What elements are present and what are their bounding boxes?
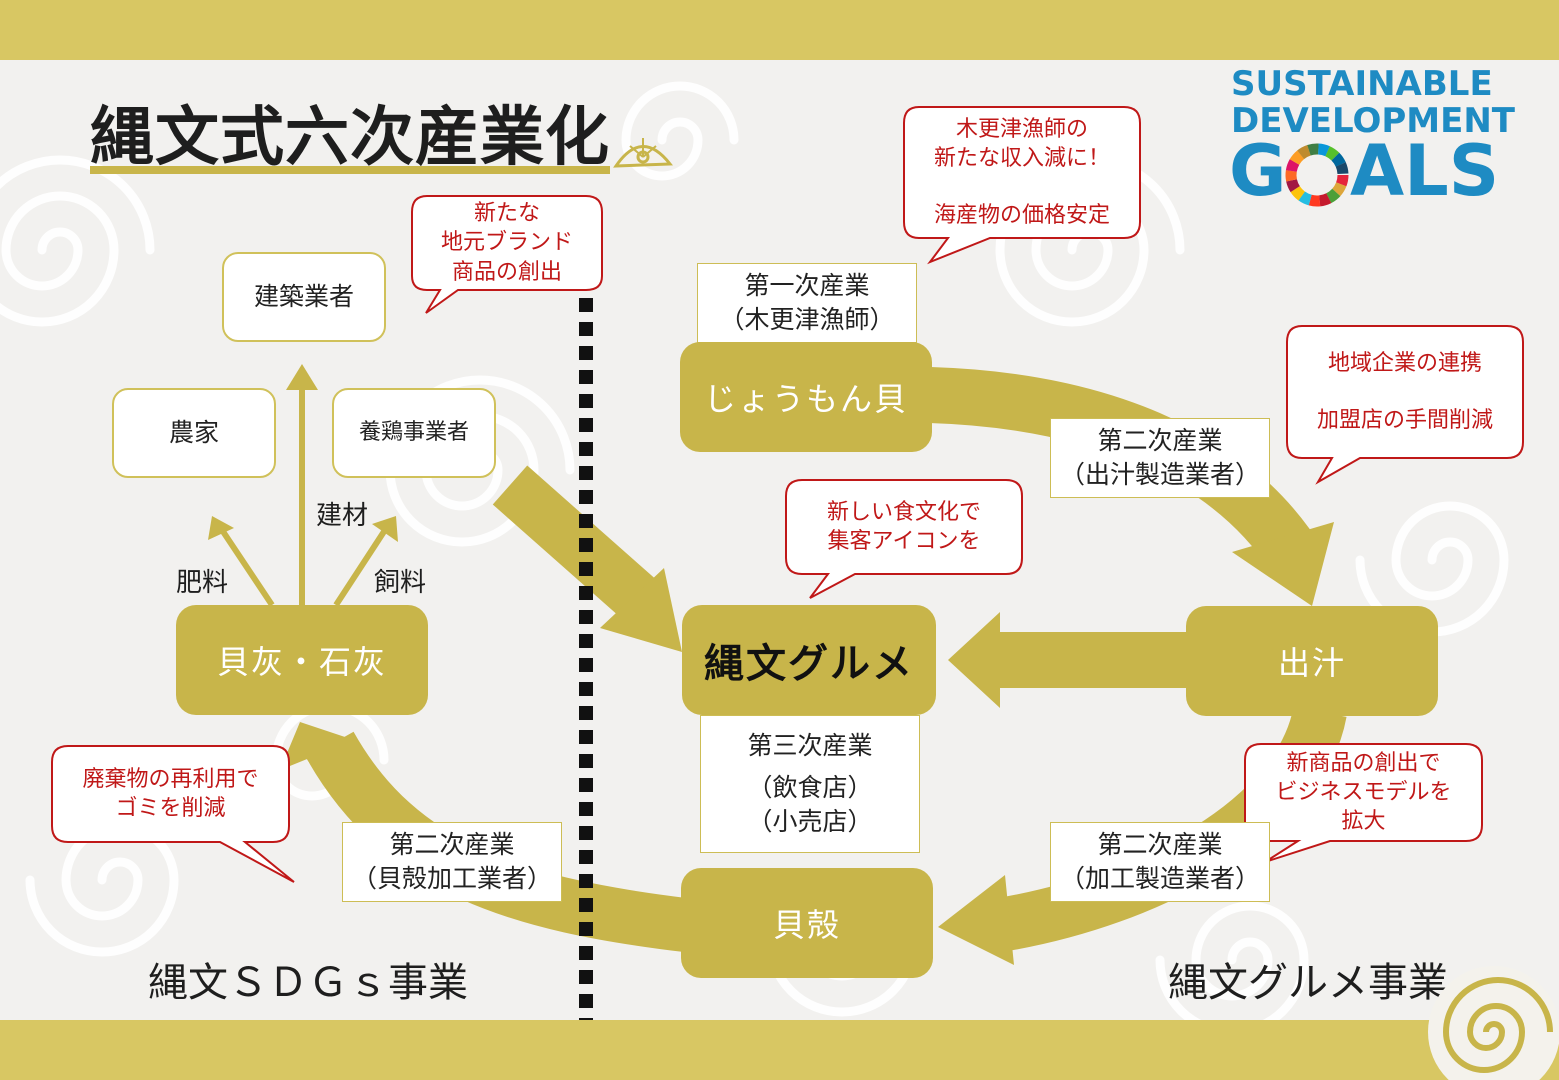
node-dashi: 出汁 [1186, 606, 1438, 716]
sdgs-goals-g: G [1229, 130, 1287, 212]
daisan-line1: 第三次産業 [747, 731, 873, 761]
sdgs-wheel-icon [1285, 143, 1349, 207]
callout-business-line: 新商品の創出で [1286, 750, 1441, 776]
node-jomon-gourmet: 縄文グルメ [682, 605, 936, 715]
arrowhead-to-gourmet [600, 568, 682, 652]
arrowhead-to-dashi [1232, 522, 1334, 606]
label-hiryo: 肥料 [176, 568, 229, 598]
dashi-mfr-line2: （出汁製造業者） [1059, 460, 1260, 489]
node-kenchiku: 建築業者 [222, 252, 386, 342]
daiichi-line2: （木更津漁師） [719, 305, 895, 334]
dashi-mfr-line1: 第二次産業 [1097, 426, 1223, 456]
sdgs-line2: DEVELOPMENT [1231, 101, 1515, 141]
left-section-label: 縄文ＳＤＧｓ事業 [148, 960, 468, 1006]
callout-fisher-line: 木更津漁師の [955, 116, 1088, 142]
spiral-shell-icon [613, 138, 673, 168]
callout-waste: 廃棄物の再利用で ゴミを削減 [52, 746, 289, 842]
callout-food: 新しい食文化で 集客アイコンを [786, 480, 1022, 574]
callout-bubble-waste [51, 745, 295, 883]
title-underline [90, 166, 610, 174]
callout-renkei-line: 加盟店の手間削減 [1316, 408, 1493, 433]
label-daisan: 第三次産業 （飲食店） （小売店） [700, 715, 920, 853]
callout-food-line: 集客アイコンを [827, 529, 981, 554]
node-noka: 農家 [112, 388, 276, 478]
daisan-line2: （飲食店） [747, 773, 873, 803]
daisan-line3: （小売店） [747, 806, 873, 836]
sdgs-goals-rest: ALS [1350, 130, 1500, 212]
label-kakou-seizo: 第二次産業 （加工製造業者） [1050, 822, 1270, 902]
spiral-decoration-icon [1428, 966, 1559, 1080]
bottom-band [0, 1020, 1559, 1080]
label-daiichi: 第一次産業 （木更津漁師） [697, 263, 917, 343]
callout-waste-line: ゴミを削減 [115, 796, 226, 821]
callout-bubble-fisher [903, 106, 1141, 265]
kako-line1: 第二次産業 [389, 830, 515, 860]
callout-business-line: 拡大 [1341, 809, 1386, 835]
kako-line2: （貝殻加工業者） [351, 864, 552, 893]
page-title: 縄文式六次産業化 [90, 101, 610, 175]
node-kaigara: 貝殻 [681, 868, 933, 978]
callout-food-line: 新しい食文化で [826, 499, 981, 525]
arrowhead-to-kaibai [280, 722, 354, 770]
label-kenzai: 建材 [316, 501, 369, 531]
node-kaibai: 貝灰・石灰 [176, 605, 428, 715]
callout-fisher: 木更津漁師の 新たな収入減に！ 海産物の価格安定 [904, 107, 1140, 238]
callout-fisher-line: 海産物の価格安定 [933, 203, 1110, 229]
callout-brand-line: 商品の創出 [451, 259, 562, 285]
label-kako-gyosha: 第二次産業 （貝殻加工業者） [342, 822, 562, 902]
callout-fisher-line: 新たな収入減に！ [933, 145, 1110, 171]
callout-bubble-business [1244, 743, 1483, 863]
node-yokei: 養鶏事業者 [332, 388, 496, 478]
callout-renkei: 地域企業の連携 加盟店の手間削減 [1287, 326, 1523, 458]
callout-waste-line: 廃棄物の再利用で [82, 766, 259, 792]
callout-bubble-brand [411, 195, 603, 314]
callout-renkei-line: 地域企業の連携 [1327, 350, 1482, 376]
daiichi-line1: 第一次産業 [744, 271, 870, 301]
callout-business: 新商品の創出で ビジネスモデルを 拡大 [1245, 744, 1482, 841]
kakou-line1: 第二次産業 [1097, 830, 1223, 860]
sdgs-line1: SUSTAINABLE [1231, 64, 1493, 104]
arrow-dashi-to-gourmet [948, 612, 1190, 708]
right-section-label: 縄文グルメ事業 [1168, 960, 1448, 1006]
top-band [0, 0, 1559, 60]
callout-bubble-renkei [1286, 325, 1524, 485]
callout-bubble-food [785, 479, 1023, 599]
callout-brand: 新たな 地元ブランド 商品の創出 [412, 196, 602, 290]
label-shiryo: 飼料 [374, 568, 427, 598]
callout-business-line: ビジネスモデルを [1275, 779, 1452, 805]
arrow-yokei-to-gourmet [492, 465, 658, 620]
kakou-line2: （加工製造業者） [1059, 864, 1260, 893]
callout-brand-line: 新たな [473, 201, 540, 227]
node-jomon-kai: じょうもん貝 [680, 342, 932, 452]
callout-brand-line: 地元ブランド [440, 230, 573, 256]
arrowhead-to-kaigara [938, 875, 1014, 965]
label-dashi-mfr: 第二次産業 （出汁製造業者） [1050, 418, 1270, 498]
